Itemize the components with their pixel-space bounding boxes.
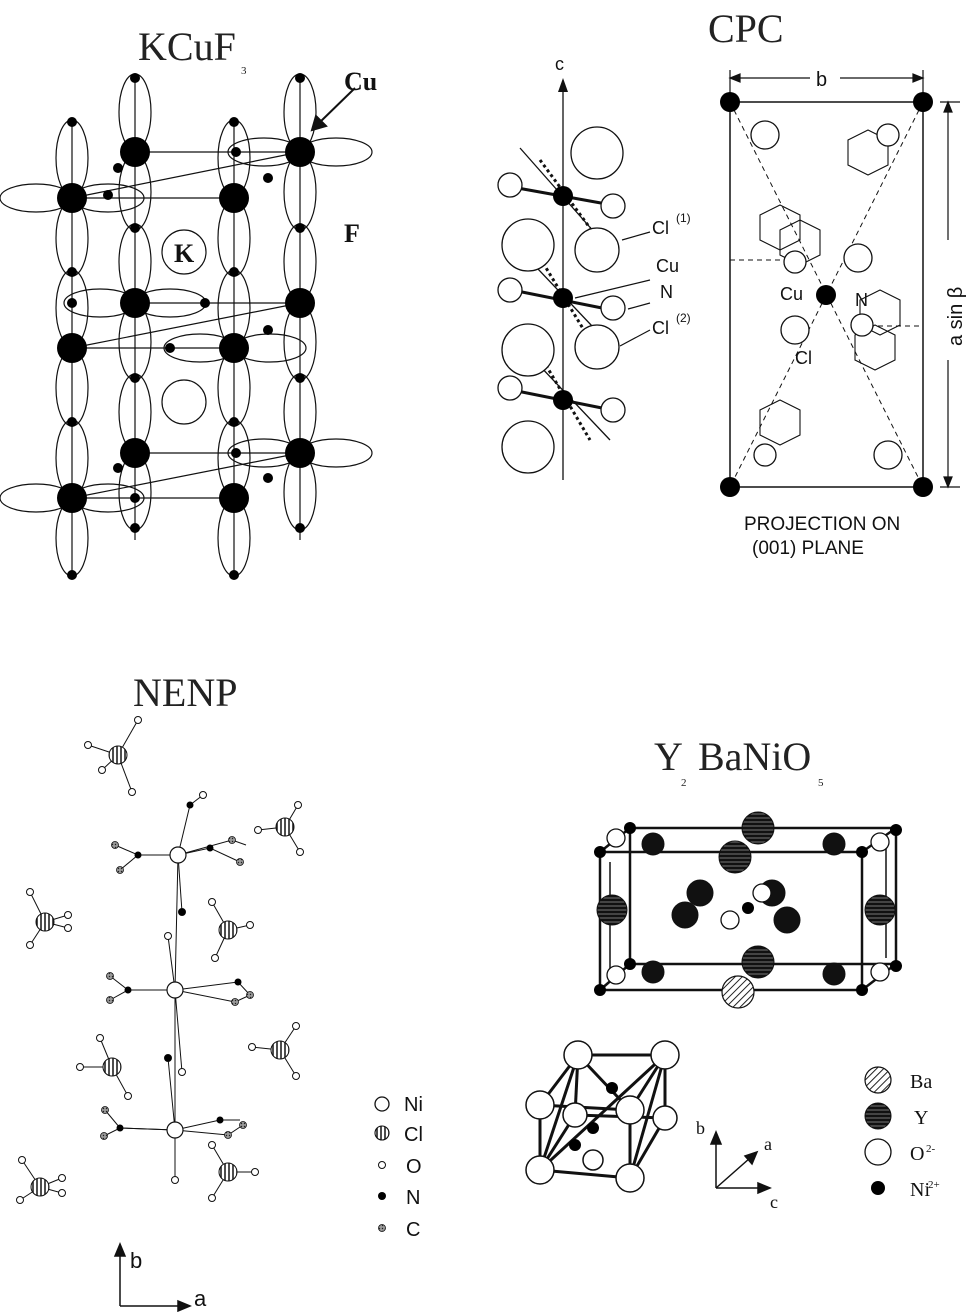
y2banio5-legend: Ba Y O 2- Ni 2+ xyxy=(864,1066,940,1201)
kcuf3-title-subscript: 3 xyxy=(241,65,247,77)
y2banio5-axis-c: c xyxy=(770,1192,778,1212)
legend-ni-sup: 2+ xyxy=(928,1179,940,1191)
y2banio5-title-y-sub: 2 xyxy=(681,777,687,789)
cpc-label-cl1-sup: (1) xyxy=(676,211,691,225)
nenp-structure xyxy=(19,719,301,1201)
y2banio5-o-atoms xyxy=(606,828,890,985)
legend-o-label: O xyxy=(910,1143,924,1165)
kcuf3-k-atoms xyxy=(161,229,207,425)
legend-ba-marker xyxy=(864,1066,892,1094)
cpc-label-cl1: Cl xyxy=(652,218,669,238)
cpc-proj-cl: Cl xyxy=(795,348,812,368)
kcuf3-cu-arrow xyxy=(310,87,356,132)
kcuf3-lattice xyxy=(0,73,373,578)
legend-ba-label: Ba xyxy=(910,1071,932,1093)
kcuf3-label-f: F xyxy=(344,219,360,248)
nenp-c-atoms xyxy=(100,836,254,1140)
legend-cl-label: Cl xyxy=(404,1124,423,1146)
cpc-proj-cu: Cu xyxy=(780,284,803,304)
legend-n-label: N xyxy=(406,1187,420,1209)
nenp-ni-atoms xyxy=(166,846,187,1139)
kcuf3-cu-atoms xyxy=(57,137,315,513)
nenp-n-atoms xyxy=(116,801,242,1132)
cpc-label-n: N xyxy=(660,282,673,302)
legend-ni-label: Ni xyxy=(910,1179,930,1201)
legend-c-label: C xyxy=(406,1219,420,1241)
y2banio5-axis-a: a xyxy=(764,1134,772,1154)
nenp-cl-atoms xyxy=(30,745,295,1197)
cpc-caption-line2: (001) PLANE xyxy=(752,538,864,559)
y2banio5-axis-b: b xyxy=(696,1118,705,1138)
kcuf3-f-atoms xyxy=(67,73,305,580)
kcuf3-label-cu: Cu xyxy=(344,67,377,96)
legend-ni-label: Ni xyxy=(404,1094,423,1116)
nenp-axes xyxy=(113,1242,192,1312)
cpc-title: CPC xyxy=(708,6,784,51)
cpc-label-cu: Cu xyxy=(656,256,679,276)
legend-o-marker xyxy=(378,1161,386,1169)
legend-c-marker xyxy=(378,1224,386,1232)
cpc-c-axis-arrow xyxy=(558,78,568,92)
legend-y-marker xyxy=(864,1102,892,1130)
nenp-o-atoms xyxy=(16,716,304,1204)
legend-o2-marker xyxy=(864,1138,892,1166)
y2banio5-octahedra xyxy=(525,1040,680,1193)
nenp-title: NENP xyxy=(133,670,237,715)
kcuf3-title: KCuF xyxy=(138,24,236,69)
nenp-axis-a: a xyxy=(194,1286,207,1311)
nenp-panel: NENP xyxy=(16,670,423,1312)
nenp-axis-b: b xyxy=(130,1248,142,1273)
legend-n-marker xyxy=(378,1192,386,1200)
legend-ni-marker xyxy=(374,1096,390,1112)
cpc-panel: CPC c xyxy=(497,6,967,559)
legend-cl-marker xyxy=(374,1125,390,1141)
legend-ni2-marker xyxy=(871,1181,885,1195)
cpc-proj-n: N xyxy=(855,290,868,310)
cpc-dim-asinb: a sin β xyxy=(945,287,967,346)
legend-y-label: Y xyxy=(914,1107,928,1129)
kcuf3-panel: KCuF 3 xyxy=(0,24,377,580)
y2banio5-y-atoms xyxy=(596,811,896,986)
y2banio5-title-mid: BaNiO xyxy=(698,734,811,779)
cpc-chain: c xyxy=(497,54,691,480)
kcuf3-label-k: K xyxy=(174,239,195,268)
cpc-label-cl2-sup: (2) xyxy=(676,311,691,325)
cpc-caption-line1: PROJECTION ON xyxy=(744,514,900,535)
legend-o-label: O xyxy=(406,1156,422,1178)
cpc-dim-b: b xyxy=(816,69,827,91)
y2banio5-ba-atoms xyxy=(721,975,755,1009)
y2banio5-ni-atoms xyxy=(594,822,902,996)
cpc-projection: b a sin β xyxy=(720,69,967,559)
cpc-axis-c: c xyxy=(555,54,564,74)
y2banio5-title-y: Y xyxy=(654,734,683,779)
y2banio5-title-o-sub: 5 xyxy=(818,777,824,789)
nenp-legend: Ni Cl O N C xyxy=(374,1094,423,1241)
y2banio5-axes xyxy=(709,1130,772,1195)
cpc-label-cl2: Cl xyxy=(652,318,669,338)
y2banio5-panel: Y 2 BaNiO 5 xyxy=(525,734,940,1212)
legend-o-sup: 2- xyxy=(926,1143,936,1155)
